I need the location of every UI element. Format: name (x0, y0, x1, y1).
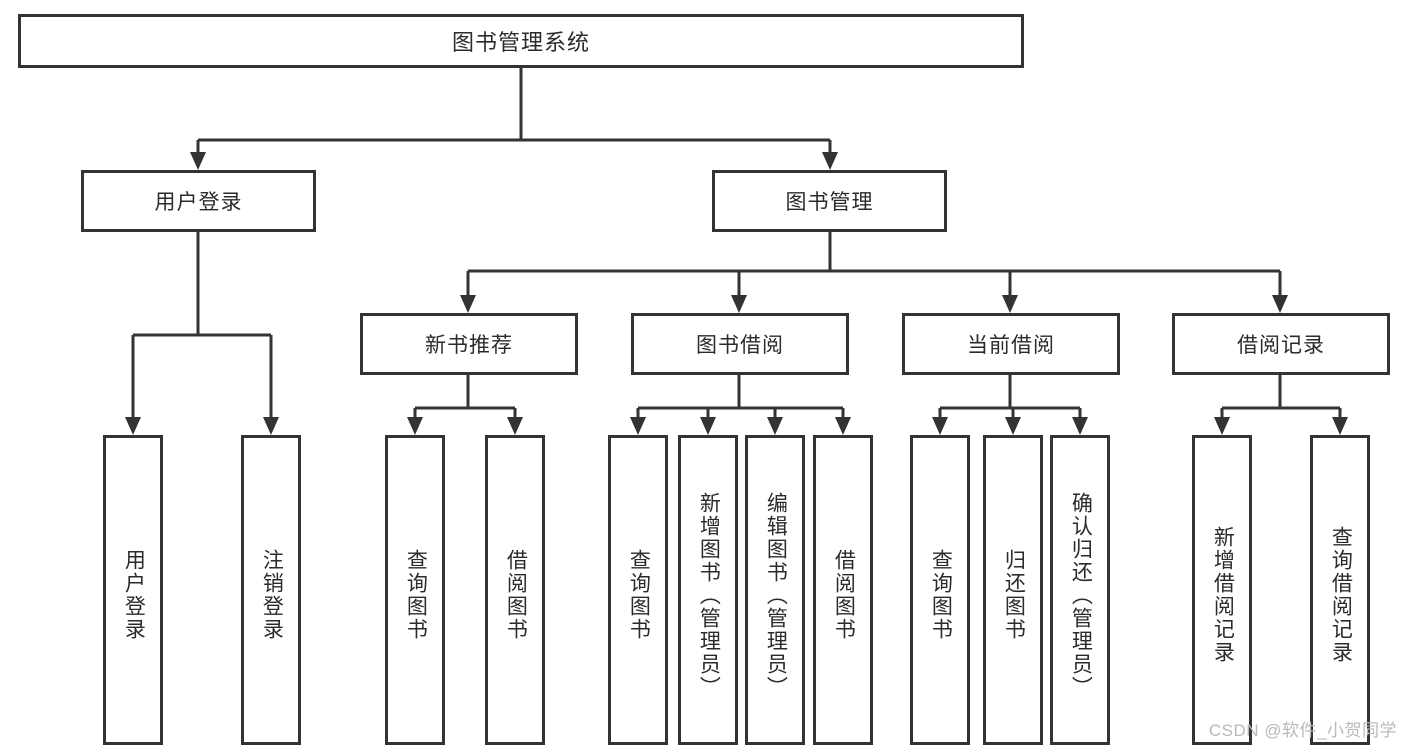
leaf-return-book[interactable]: 归还图书 (983, 435, 1043, 745)
node-label: 查询图书 (404, 549, 428, 641)
leaf-user-login[interactable]: 用户登录 (103, 435, 163, 745)
node-label: 用户登录 (122, 549, 146, 641)
leaf-borrow-book-2[interactable]: 借阅图书 (813, 435, 873, 745)
node-root-system[interactable]: 图书管理系统 (18, 14, 1024, 68)
leaf-query-book-3[interactable]: 查询图书 (910, 435, 970, 745)
leaf-confirm-return[interactable]: 确认归还（管理员） (1050, 435, 1110, 745)
leaf-query-record[interactable]: 查询借阅记录 (1310, 435, 1370, 745)
leaf-add-book[interactable]: 新增图书（管理员） (678, 435, 738, 745)
node-label: 查询图书 (929, 549, 953, 641)
node-label: 确认归还（管理员） (1069, 491, 1093, 699)
node-label: 图书借阅 (696, 334, 784, 357)
leaf-logout-login[interactable]: 注销登录 (241, 435, 301, 745)
node-label: 查询图书 (627, 549, 651, 641)
node-current-borrow[interactable]: 当前借阅 (902, 313, 1120, 375)
node-new-book-recommend[interactable]: 新书推荐 (360, 313, 578, 375)
node-label: 当前借阅 (967, 334, 1055, 357)
node-label: 归还图书 (1002, 549, 1026, 641)
node-label: 新增借阅记录 (1211, 526, 1235, 664)
node-label: 新书推荐 (425, 334, 513, 357)
leaf-borrow-book-1[interactable]: 借阅图书 (485, 435, 545, 745)
node-borrow-record[interactable]: 借阅记录 (1172, 313, 1390, 375)
node-label: 图书管理 (785, 191, 874, 214)
node-label: 图书管理系统 (451, 30, 590, 55)
watermark-text: CSDN @软件_小贺同学 (1208, 721, 1397, 740)
node-label: 编辑图书（管理员） (764, 491, 788, 699)
leaf-query-book-2[interactable]: 查询图书 (608, 435, 668, 745)
node-label: 用户登录 (154, 191, 243, 214)
leaf-add-record[interactable]: 新增借阅记录 (1192, 435, 1252, 745)
node-label: 借阅图书 (832, 549, 856, 641)
leaf-query-book-1[interactable]: 查询图书 (385, 435, 445, 745)
node-book-management[interactable]: 图书管理 (712, 170, 947, 232)
node-label: 借阅图书 (504, 549, 528, 641)
node-label: 查询借阅记录 (1329, 526, 1353, 664)
leaf-edit-book[interactable]: 编辑图书（管理员） (745, 435, 805, 745)
node-label: 借阅记录 (1237, 334, 1325, 357)
node-label: 新增图书（管理员） (697, 491, 721, 699)
node-label: 注销登录 (260, 549, 284, 641)
node-book-borrow[interactable]: 图书借阅 (631, 313, 849, 375)
node-user-login[interactable]: 用户登录 (81, 170, 316, 232)
